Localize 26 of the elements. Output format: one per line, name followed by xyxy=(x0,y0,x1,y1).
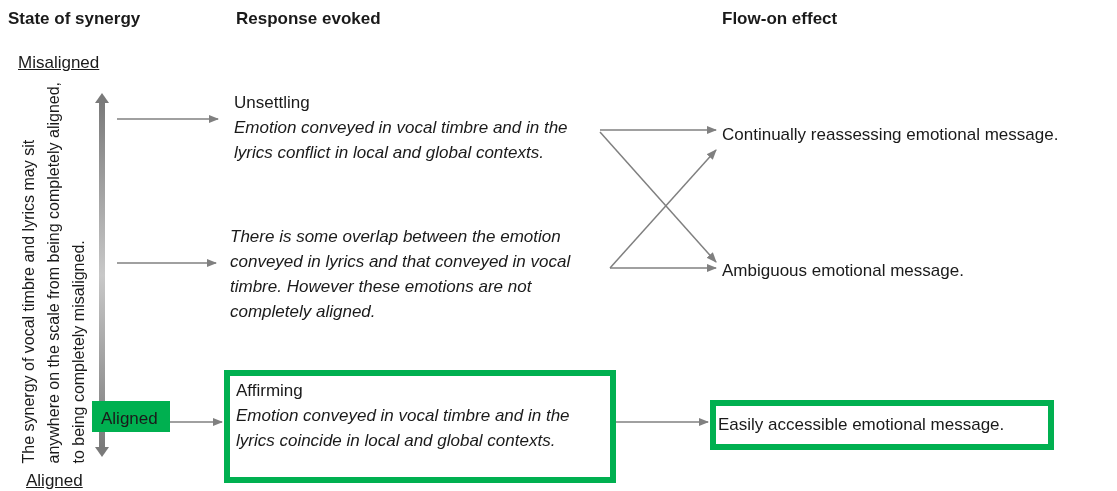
description-text: There is some overlap between the emotion conveyed in lyrics and that conveyed in vocal timbre. However these emotions are not completely aligned. xyxy=(230,226,572,323)
arrow xyxy=(599,131,717,263)
column-heading: State of synergy xyxy=(8,8,141,30)
column-heading: Response evoked xyxy=(236,8,381,30)
heading-text: Unsettling xyxy=(234,92,311,114)
arrow xyxy=(599,125,718,135)
heading-text: Aligned xyxy=(101,408,159,430)
arrow xyxy=(169,417,224,427)
arrow xyxy=(609,149,717,269)
column-heading: Flow-on effect xyxy=(722,8,838,30)
description-text: Emotion conveyed in vocal timbre and in the lyrics conflict in local and global contexts. xyxy=(234,117,569,164)
scale-end-label: Misaligned xyxy=(18,52,100,74)
heading-text: Affirming xyxy=(236,380,304,402)
heading-text: Easily accessible emotional message. xyxy=(718,414,1006,436)
arrow xyxy=(116,258,218,268)
arrow xyxy=(615,417,710,427)
effect-box xyxy=(710,400,1054,450)
response-box xyxy=(224,370,616,483)
scale-description: The synergy of vocal timbre and lyrics may sit anywhere on the scale from being completely aligned, to being completely misaligned. xyxy=(18,80,88,464)
heading-text: Ambiguous emotional message. xyxy=(722,260,965,282)
description-text: Emotion conveyed in vocal timbre and in the lyrics coincide in local and global contexts. xyxy=(236,405,571,452)
arrow xyxy=(116,114,220,124)
aligned-tag xyxy=(92,401,170,432)
arrow xyxy=(609,263,718,273)
heading-text: Continually reassessing emotional message. xyxy=(722,124,1060,146)
scale-end-label: Aligned xyxy=(26,470,83,491)
